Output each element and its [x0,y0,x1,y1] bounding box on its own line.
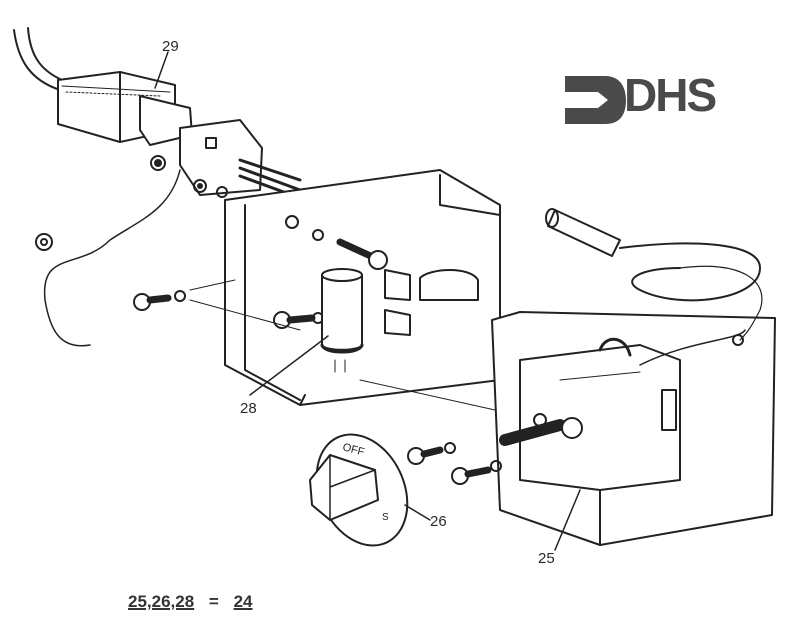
assembly-formula: 25,26,28 = 24 [128,592,253,612]
callout-28: 28 [240,400,257,417]
callout-26: 26 [430,513,447,530]
leader-25 [554,489,581,551]
formula-parts: 25,26,28 [128,592,195,611]
sensor-bulb [545,208,763,341]
formula-equals: = [208,592,219,611]
thermostat-screws [359,379,502,485]
dhs-logo-mark [565,76,626,124]
dhs-logo: DHS [562,69,722,130]
thermostat-25 [491,311,776,546]
screw-left [133,279,301,331]
svg-text:S: S [382,512,389,523]
callout-29: 29 [162,38,179,55]
plug-connector-29 [57,51,193,146]
control-knob-26: OFF S [309,433,431,547]
power-cord [13,27,63,91]
svg-text:OFF: OFF [341,441,366,458]
formula-result: 24 [233,592,253,611]
socket-inlet [150,119,302,200]
callout-25: 25 [538,550,555,567]
ground-wire [35,169,181,347]
capacitor-28 [249,268,364,396]
logo-text: DHS [624,69,717,121]
